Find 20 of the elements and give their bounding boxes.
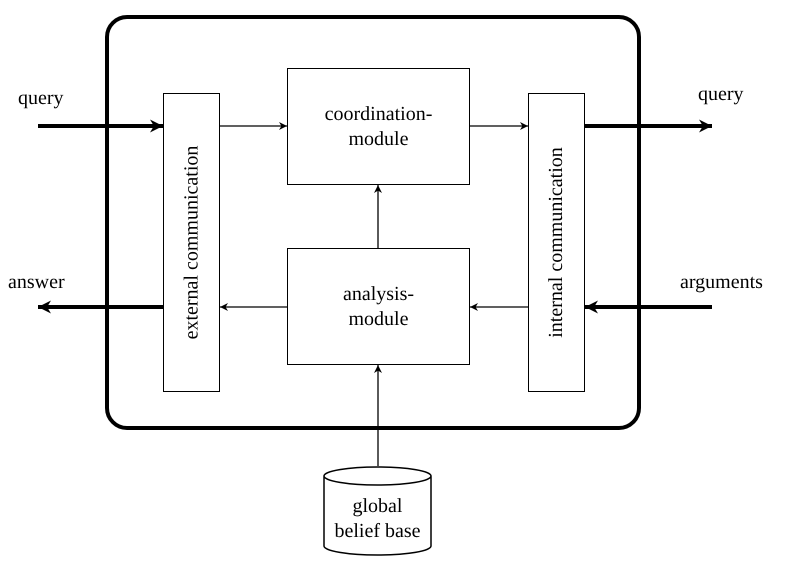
process-box: [163, 93, 220, 392]
arrow: [374, 365, 382, 466]
process-box: [287, 248, 470, 365]
process-box: [287, 68, 470, 185]
arrow: [220, 303, 287, 311]
arrow: [585, 300, 712, 314]
node-label: coordination-module: [324, 102, 434, 152]
arrow: [374, 185, 382, 248]
arrow: [585, 120, 712, 132]
container-box: [105, 15, 641, 430]
node-label: external communication: [179, 146, 203, 340]
node-label: global belief base: [333, 494, 422, 544]
arrow: [470, 122, 528, 130]
node-label: analysis-module: [342, 282, 416, 332]
arrow: [470, 303, 528, 311]
node-label: internal communication: [544, 147, 568, 338]
arrow: [38, 120, 163, 132]
arrow: [38, 300, 163, 314]
arrow: [220, 122, 287, 130]
process-box: [528, 93, 585, 392]
